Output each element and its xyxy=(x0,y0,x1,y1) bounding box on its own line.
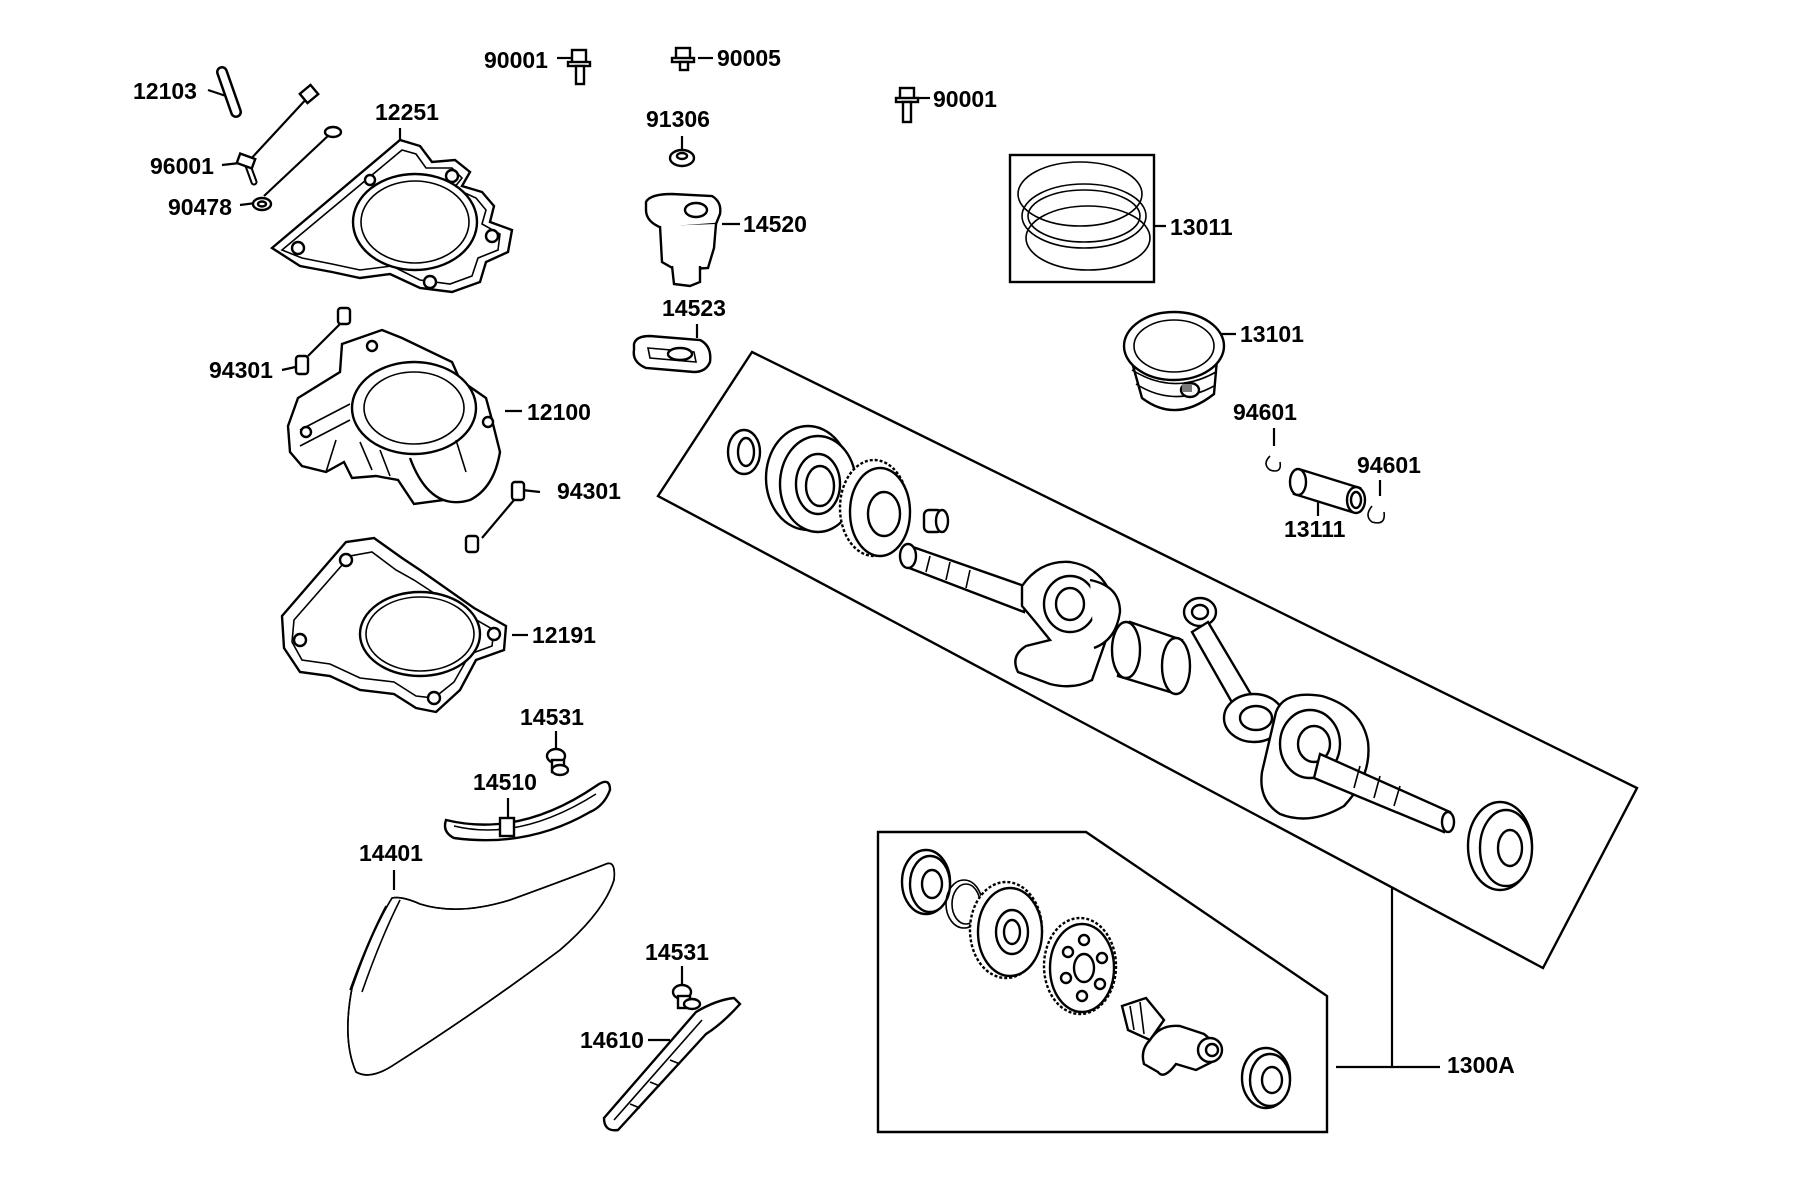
connecting-rod xyxy=(1182,596,1286,744)
label-96001: 96001 xyxy=(150,153,214,179)
tensioner-gasket-14523 xyxy=(632,334,712,374)
label-94301-lower: 94301 xyxy=(557,478,621,504)
crankshaft-left xyxy=(898,542,1122,688)
label-1300A: 1300A xyxy=(1447,1052,1515,1078)
dowel-94301-upper xyxy=(294,306,352,376)
label-14531-upper: 14531 xyxy=(520,704,584,730)
bushing xyxy=(922,508,950,534)
bearing-right xyxy=(1466,800,1534,892)
clip-94601-lower xyxy=(1367,505,1386,524)
chain-guide-14510 xyxy=(443,780,612,842)
label-14610: 14610 xyxy=(580,1027,644,1053)
label-91306: 91306 xyxy=(646,106,710,132)
kit-gear xyxy=(968,880,1044,980)
label-90005: 90005 xyxy=(717,45,781,71)
label-90001-right: 90001 xyxy=(933,86,997,112)
bolt-14531-upper xyxy=(545,747,570,777)
cylinder-12100 xyxy=(286,328,502,506)
label-14523: 14523 xyxy=(662,295,726,321)
drive-gear xyxy=(838,458,912,558)
bolt-90001-top xyxy=(566,48,592,86)
label-13011: 13011 xyxy=(1170,214,1233,240)
crankshaft-right xyxy=(1260,693,1456,834)
piston-pin-13111 xyxy=(1288,467,1367,515)
washer-90478 xyxy=(251,125,343,212)
label-13111: 13111 xyxy=(1284,516,1346,542)
label-12100: 12100 xyxy=(527,399,591,425)
tensioner-14520 xyxy=(644,192,722,288)
base-gasket-12191 xyxy=(280,536,508,714)
bolt-96001 xyxy=(235,83,320,186)
bearing-left xyxy=(764,424,858,534)
bolt-90005 xyxy=(670,46,696,72)
piston-rings-13011 xyxy=(1008,153,1156,284)
bolt-14531-lower xyxy=(671,983,702,1011)
head-gasket-12251 xyxy=(269,138,514,294)
oil-seal xyxy=(726,428,762,476)
label-14520: 14520 xyxy=(743,211,807,237)
label-14510: 14510 xyxy=(473,769,537,795)
label-12103: 12103 xyxy=(133,78,197,104)
dowel-pin-12103 xyxy=(216,66,242,118)
chain-guide-14610 xyxy=(602,996,742,1132)
clip-94601-upper xyxy=(1265,455,1282,472)
washer-91306 xyxy=(668,148,696,168)
kit-bearing-left xyxy=(900,848,952,916)
kit-bearing-right xyxy=(1240,1046,1292,1110)
label-14401: 14401 xyxy=(359,840,423,866)
kit-sprocket xyxy=(1042,916,1118,1016)
crank-pin xyxy=(1110,620,1192,696)
kit-subpanel xyxy=(876,830,1329,1134)
label-90478: 90478 xyxy=(168,194,232,220)
timing-chain-14401 xyxy=(347,862,616,1076)
label-94601-upper: 94601 xyxy=(1233,399,1297,425)
label-12191: 12191 xyxy=(532,622,596,648)
label-94301-upper: 94301 xyxy=(209,357,273,383)
crankshaft-assembly-panel xyxy=(656,350,1639,970)
label-14531-lower: 14531 xyxy=(645,939,709,965)
label-90001-top: 90001 xyxy=(484,47,548,73)
label-94601-lower: 94601 xyxy=(1357,452,1421,478)
label-12251: 12251 xyxy=(375,99,439,125)
bolt-90001-right xyxy=(894,86,920,124)
kit-crank-part xyxy=(1120,996,1224,1076)
piston-13101 xyxy=(1122,310,1226,412)
dowel-94301-lower xyxy=(464,480,526,554)
label-13101: 13101 xyxy=(1240,321,1304,347)
